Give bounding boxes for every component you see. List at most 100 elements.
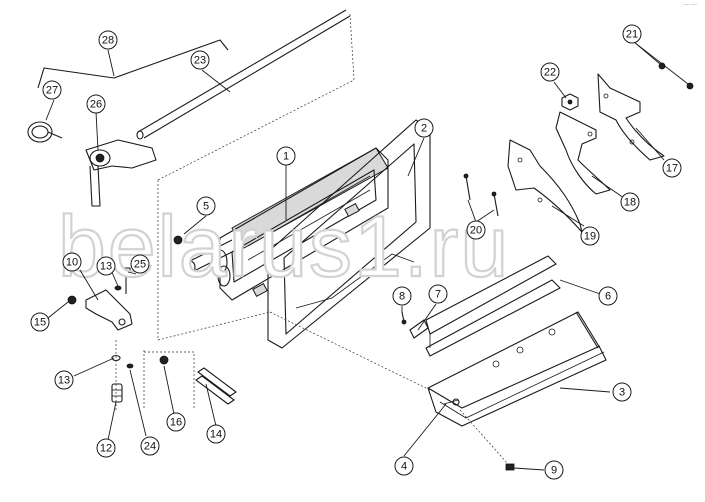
callout-circle xyxy=(414,118,434,138)
part-pin-24 xyxy=(126,363,134,369)
callout-6: 6 xyxy=(598,286,618,306)
leader-lines xyxy=(45,41,689,471)
callout-number: 25 xyxy=(134,259,146,271)
callout-28: 28 xyxy=(98,30,118,50)
callout-13: 13 xyxy=(96,256,116,276)
part-bar-14 xyxy=(195,367,237,405)
callout-number: 16 xyxy=(170,417,182,429)
callout-10: 10 xyxy=(62,252,82,272)
part-ring-pin xyxy=(27,121,63,143)
part-screw-8 xyxy=(401,311,407,325)
callout-number: 26 xyxy=(90,99,102,111)
callout-circle xyxy=(166,412,186,432)
callout-13: 13 xyxy=(54,370,74,390)
part-gasket-frame xyxy=(267,119,431,349)
callout-number: 20 xyxy=(470,225,482,237)
callout-9: 9 xyxy=(544,460,564,480)
callout-circle xyxy=(206,424,226,444)
callout-circle xyxy=(662,158,682,178)
part-washer-13 xyxy=(111,340,145,410)
callout-circle xyxy=(96,438,116,458)
part-plate-17 xyxy=(597,73,665,161)
callout-circle xyxy=(30,312,50,332)
callout-number: 12 xyxy=(100,443,112,455)
callout-number: 13 xyxy=(100,261,112,273)
callout-number: 13 xyxy=(58,375,70,387)
callout-5: 5 xyxy=(196,196,216,216)
callout-number: 7 xyxy=(435,289,441,301)
callout-12: 12 xyxy=(96,438,116,458)
callout-number: 19 xyxy=(584,231,596,243)
callout-7: 7 xyxy=(428,284,448,304)
callout-circle xyxy=(428,284,448,304)
callout-25: 25 xyxy=(130,254,150,274)
callout-number: 24 xyxy=(144,441,156,453)
callout-number: 8 xyxy=(399,291,405,303)
part-hinge-cylinder xyxy=(184,239,237,287)
callout-circle xyxy=(54,370,74,390)
callout-20: 20 xyxy=(466,220,486,240)
callout-number: 27 xyxy=(46,85,58,97)
callout-number: 21 xyxy=(626,29,638,41)
callout-labels: 1234567891012131314151617181920212223242… xyxy=(30,24,682,480)
callout-23: 23 xyxy=(190,50,210,70)
part-nut-9 xyxy=(269,311,515,471)
corner-mark: — — xyxy=(683,2,697,8)
callout-number: 15 xyxy=(34,317,46,329)
callout-24: 24 xyxy=(140,436,160,456)
callout-circle xyxy=(96,256,116,276)
callout-8: 8 xyxy=(392,286,412,306)
callout-circle xyxy=(620,192,640,212)
callout-number: 28 xyxy=(102,35,114,47)
part-plate-18 xyxy=(555,111,611,195)
callout-number: 23 xyxy=(194,55,206,67)
callout-circle xyxy=(98,30,118,50)
callout-number: 18 xyxy=(624,197,636,209)
callout-circle xyxy=(612,382,632,402)
callout-number: 5 xyxy=(203,201,209,213)
callout-circle xyxy=(622,24,642,44)
part-bolt-25 xyxy=(121,267,131,294)
callout-26: 26 xyxy=(86,94,106,114)
part-screws-20 xyxy=(463,173,499,217)
callout-4: 4 xyxy=(394,456,414,476)
part-latch-lever xyxy=(85,139,157,207)
callout-circle xyxy=(42,80,62,100)
callout-17: 17 xyxy=(662,158,682,178)
callout-circle xyxy=(544,460,564,480)
part-trough-3 xyxy=(427,311,607,427)
callout-number: 10 xyxy=(66,257,78,269)
part-strip-6 xyxy=(425,255,561,357)
callout-circle xyxy=(62,252,82,272)
callout-number: 17 xyxy=(666,163,678,175)
part-nut-15 xyxy=(67,295,77,305)
callout-22: 22 xyxy=(540,62,560,82)
callout-number: 6 xyxy=(605,291,611,303)
part-nuts-21 xyxy=(658,62,694,90)
callout-circle xyxy=(392,286,412,306)
callout-15: 15 xyxy=(30,312,50,332)
callout-number: 14 xyxy=(210,429,222,441)
callout-21: 21 xyxy=(622,24,642,44)
callout-circle xyxy=(540,62,560,82)
callout-circle xyxy=(130,254,150,274)
callout-14: 14 xyxy=(206,424,226,444)
callout-circle xyxy=(140,436,160,456)
callout-number: 4 xyxy=(401,461,407,473)
part-strip-7 xyxy=(409,319,429,339)
callout-number: 22 xyxy=(544,67,556,79)
callout-3: 3 xyxy=(612,382,632,402)
callout-circle xyxy=(276,146,296,166)
callout-number: 3 xyxy=(619,387,625,399)
callout-number: 2 xyxy=(421,123,427,135)
callout-number: 9 xyxy=(551,465,557,477)
callout-16: 16 xyxy=(166,412,186,432)
callout-circle xyxy=(86,94,106,114)
callout-circle xyxy=(466,220,486,240)
part-door-box xyxy=(157,147,389,341)
part-nut-22 xyxy=(561,93,579,111)
part-wire xyxy=(37,39,229,89)
part-bolt-4 xyxy=(443,399,459,405)
callout-19: 19 xyxy=(580,226,600,246)
